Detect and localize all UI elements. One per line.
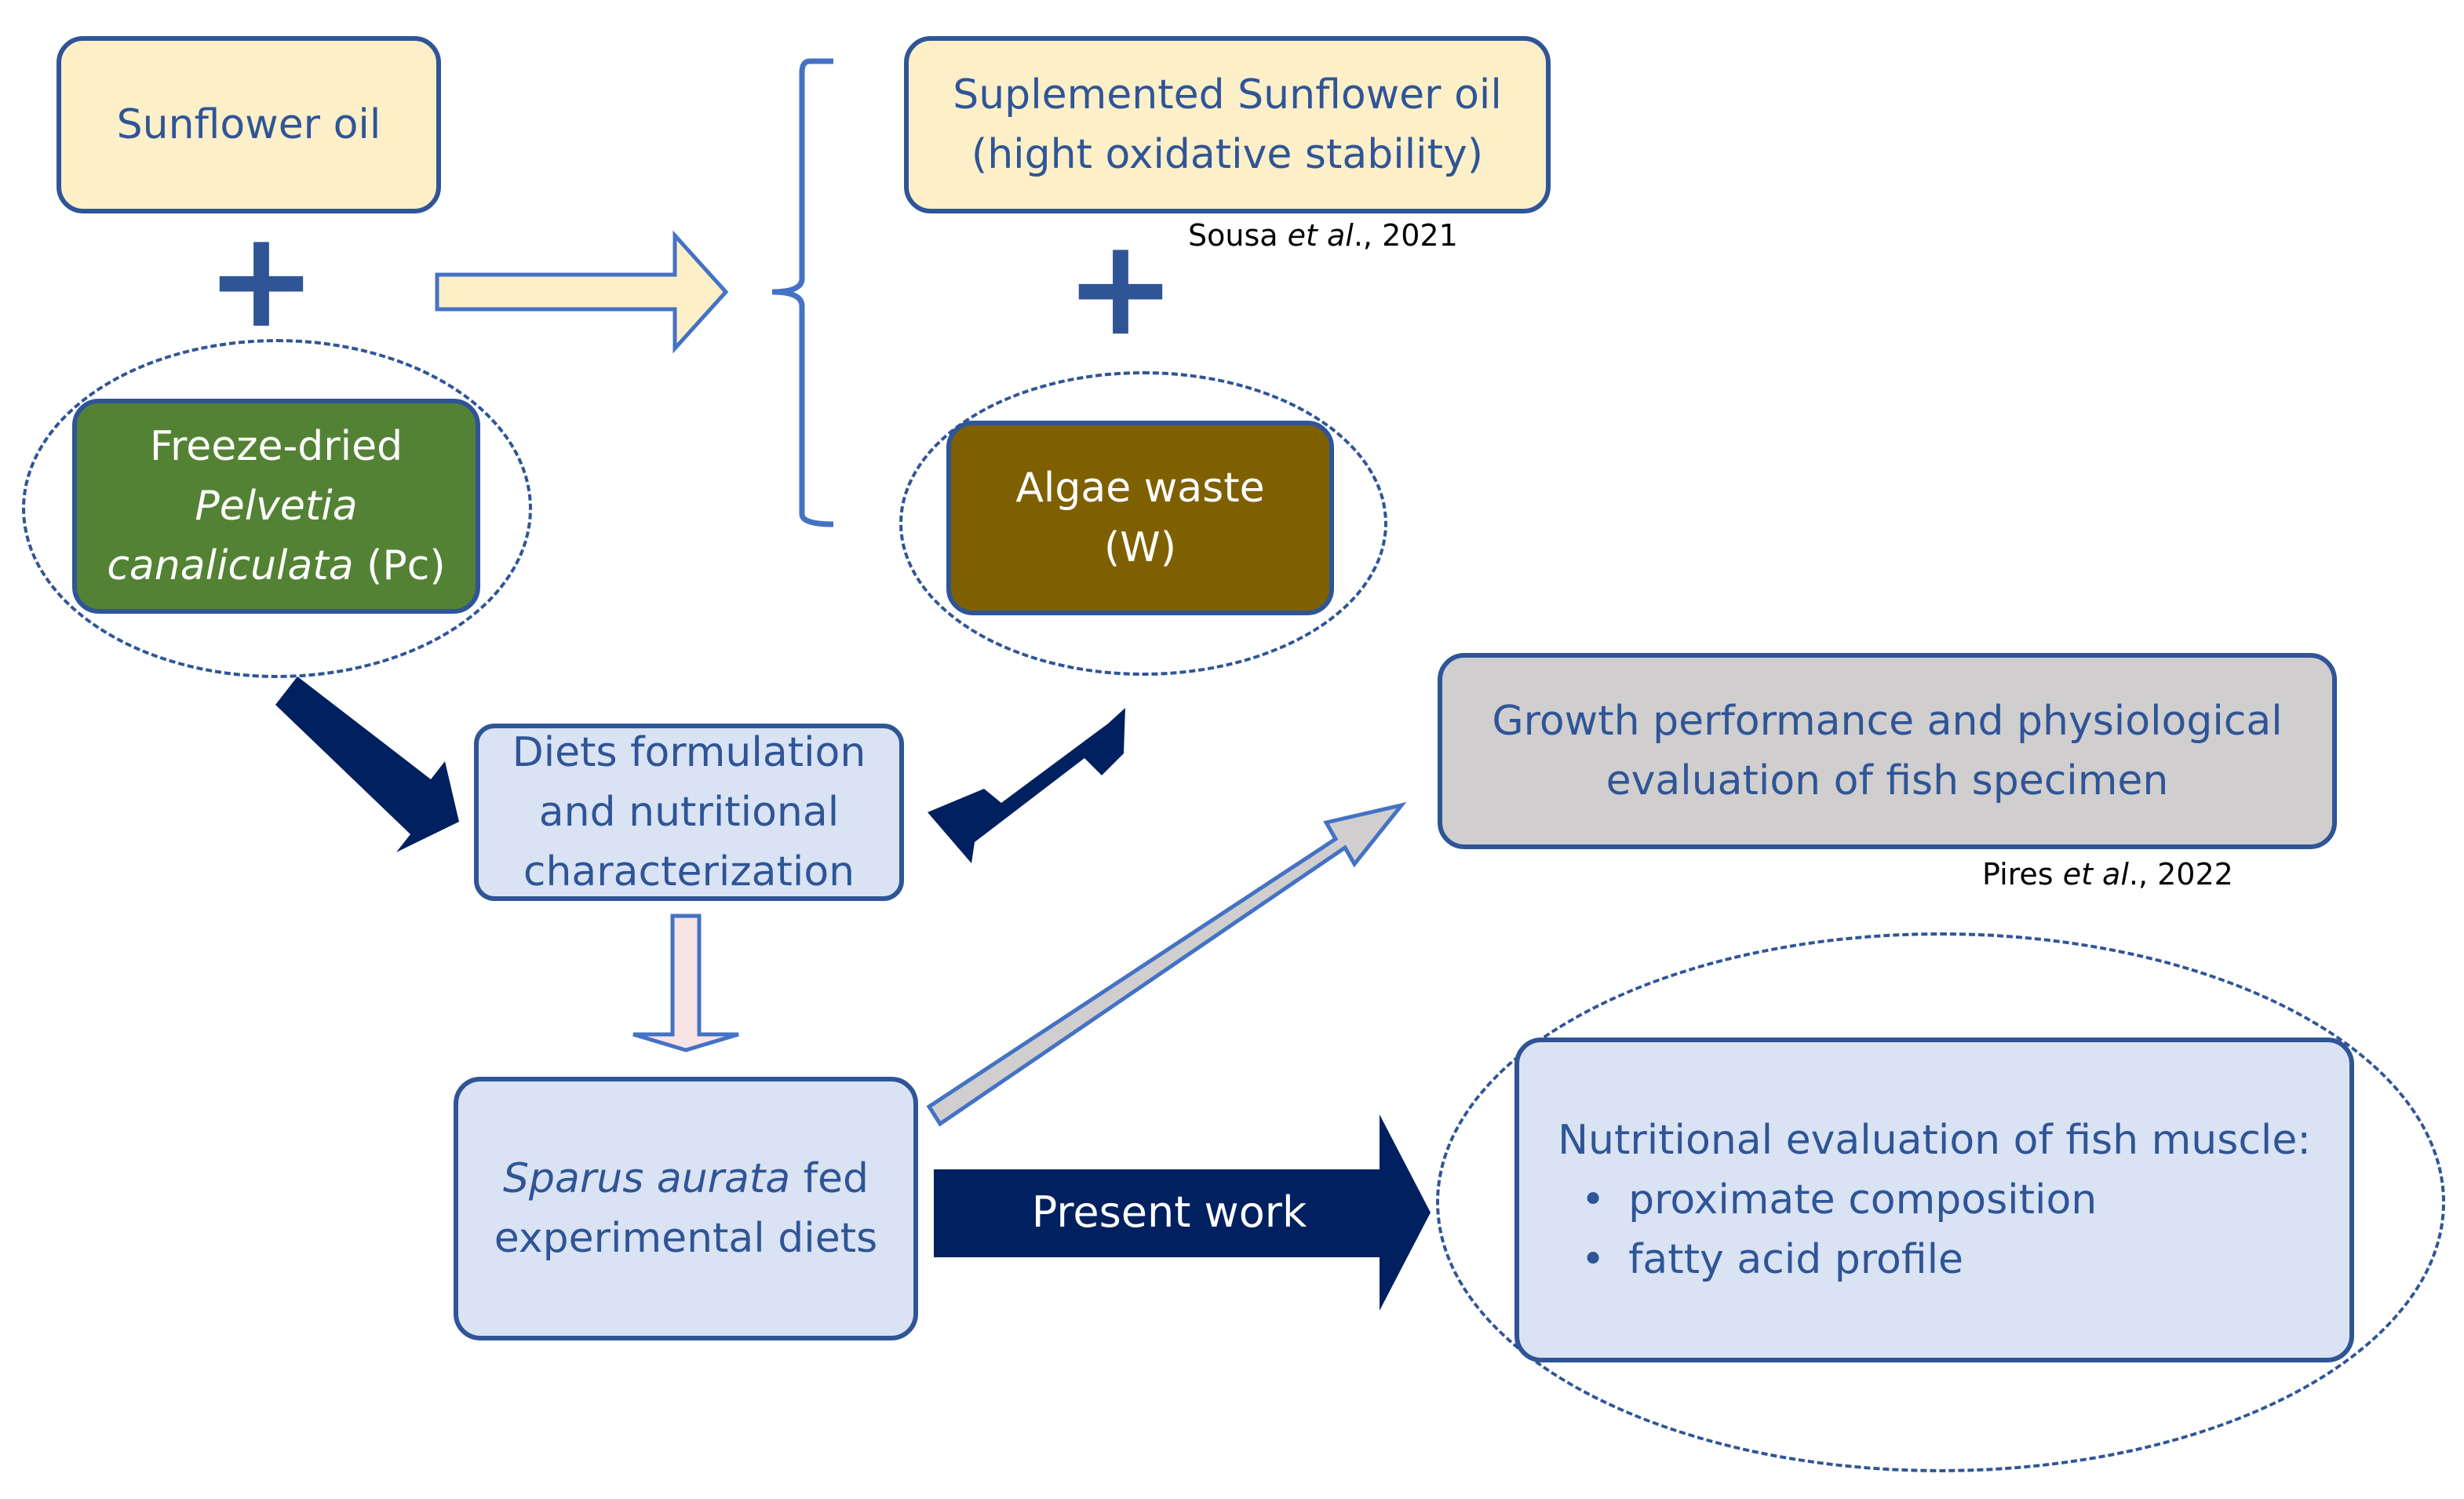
pelvetia-box: Freeze-dried Pelvetia canaliculata (Pc) xyxy=(72,399,480,614)
arrow-sparus-to-growth xyxy=(926,801,1407,1127)
sparus-box: Sparus aurata fed experimental diets xyxy=(454,1077,918,1340)
pelvetia-line1: Freeze-dried xyxy=(149,423,403,470)
present-work-label: Present work xyxy=(1032,1187,1307,1237)
diets-line1: Diets formulation xyxy=(512,729,866,776)
pelvetia-dashed-ellipse xyxy=(22,339,532,678)
nutritional-box: Nutritional evaluation of fish muscle: •… xyxy=(1514,1038,2354,1362)
pelvetia-line2: Pelvetia xyxy=(195,483,358,530)
arrow-diets-to-sparus xyxy=(632,914,739,1052)
sunflower-oil-label: Sunflower oil xyxy=(116,101,381,148)
algae-waste-line1: Algae waste xyxy=(1015,465,1265,512)
sunflower-oil-box: Sunflower oil xyxy=(56,36,441,213)
supplemented-oil-line2: (hight oxidative stability) xyxy=(971,131,1484,178)
diets-line3: characterization xyxy=(523,848,855,895)
sparus-line2: experimental diets xyxy=(494,1215,878,1262)
algae-waste-box: Algae waste (W) xyxy=(946,421,1334,615)
sparus-line1: Sparus aurata fed xyxy=(502,1155,869,1202)
algae-waste-line2: (W) xyxy=(1104,524,1176,571)
citation-pires: Pires et al., 2022 xyxy=(1982,857,2233,892)
arrow-pelvetia-to-diets xyxy=(275,677,459,852)
growth-line2: evaluation of fish specimen xyxy=(1606,757,2169,804)
supplemented-oil-line1: Suplemented Sunflower oil xyxy=(953,71,1502,119)
bullet-1-icon: • xyxy=(1580,1176,1606,1224)
nutritional-bullet-2: • fatty acid profile xyxy=(1558,1230,2311,1289)
diets-line2: and nutritional xyxy=(538,789,840,836)
bullet-2-icon: • xyxy=(1580,1236,1606,1283)
nutritional-title: Nutritional evaluation of fish muscle: xyxy=(1558,1117,2311,1164)
pelvetia-line3: canaliculata (Pc) xyxy=(107,542,446,589)
nutritional-content: Nutritional evaluation of fish muscle: •… xyxy=(1558,1111,2311,1289)
citation-sousa: Sousa et al., 2021 xyxy=(1188,218,1458,253)
growth-box: Growth performance and physiological eva… xyxy=(1438,653,2337,849)
algae-dashed-ellipse xyxy=(899,371,1387,676)
right-arrow-to-supplement xyxy=(435,230,729,354)
plus-sign-right: + xyxy=(1065,210,1176,366)
growth-line1: Growth performance and physiological xyxy=(1492,698,2283,745)
nutritional-dashed-ellipse xyxy=(1436,932,2445,1472)
nutritional-bullet-1: • proximate composition xyxy=(1558,1170,2311,1230)
curly-brace xyxy=(771,58,834,527)
diets-box: Diets formulation and nutritional charac… xyxy=(474,724,904,901)
arrow-algae-to-diets xyxy=(928,708,1125,863)
supplemented-oil-box: Suplemented Sunflower oil (hight oxidati… xyxy=(904,36,1551,213)
present-work-arrow xyxy=(934,1114,1431,1311)
plus-sign-left: + xyxy=(206,202,317,358)
